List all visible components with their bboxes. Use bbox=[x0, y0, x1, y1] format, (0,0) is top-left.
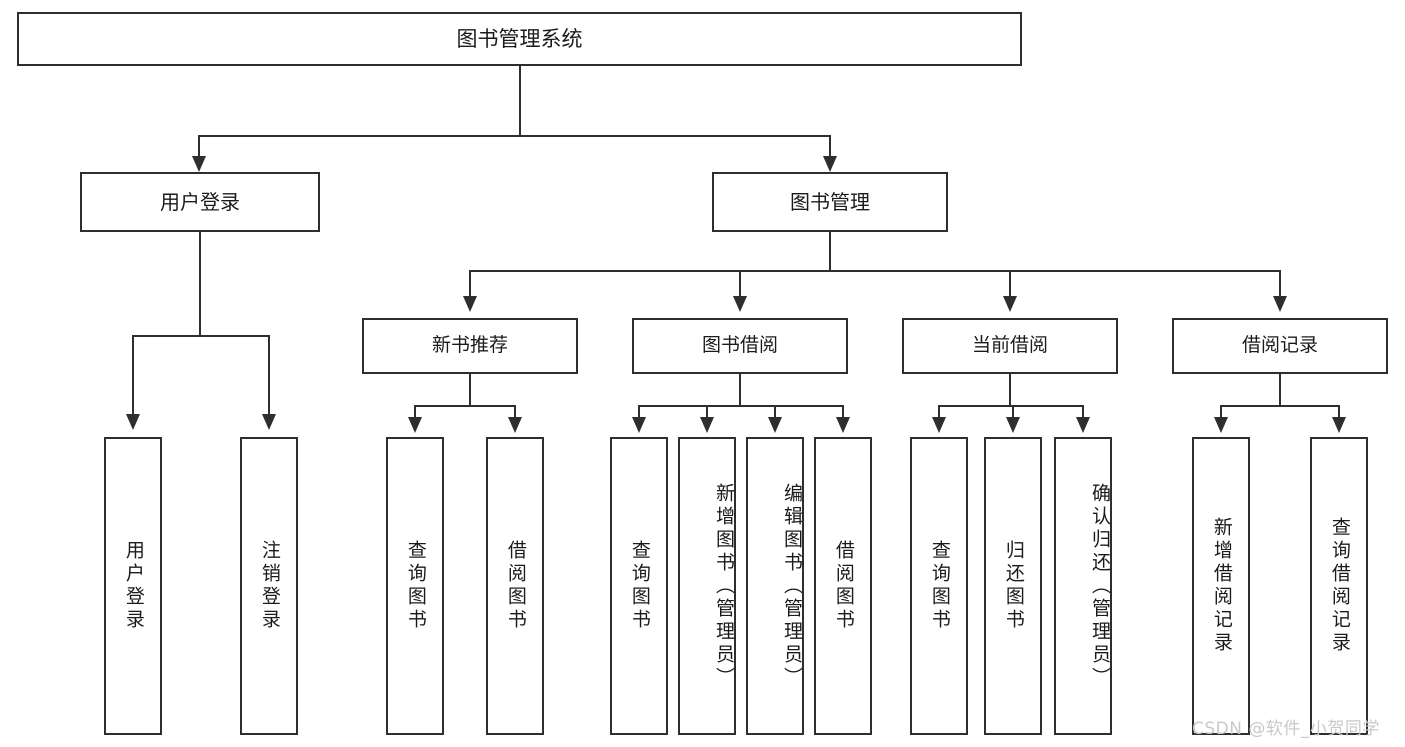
edge-drop-borrow-record bbox=[1279, 270, 1281, 298]
arrow-book-borrow bbox=[733, 296, 747, 312]
arrow-leaf-user-login bbox=[126, 414, 140, 430]
arrow-book-manage bbox=[823, 156, 837, 172]
edge-drop-book-borrow bbox=[739, 270, 741, 298]
edge-drop-query-record bbox=[1338, 405, 1340, 419]
edge-drop-add-book bbox=[706, 405, 708, 419]
edge-borrow-record-bus bbox=[1220, 405, 1340, 407]
node-book-management[interactable]: 图书管理 bbox=[712, 172, 948, 232]
arrow-user-login bbox=[192, 156, 206, 172]
edge-drop-book-manage bbox=[829, 135, 831, 159]
node-book-borrow[interactable]: 图书借阅 bbox=[632, 318, 848, 374]
edge-current-borrow-stem bbox=[1009, 374, 1011, 407]
watermark-text: CSDN @软件_小贺同学 bbox=[1192, 719, 1380, 739]
edge-level3-bus bbox=[469, 270, 1281, 272]
edge-root-stem bbox=[519, 66, 521, 136]
edge-drop-edit-book bbox=[774, 405, 776, 419]
leaf-add-book-admin[interactable]: 新增图书（管理员） bbox=[678, 437, 736, 735]
edge-book-manage-stem bbox=[829, 232, 831, 272]
arrow-edit-book bbox=[768, 417, 782, 433]
edge-drop-query-book-2 bbox=[638, 405, 640, 419]
edge-drop-query-book-1 bbox=[414, 405, 416, 419]
arrow-borrow-record bbox=[1273, 296, 1287, 312]
edge-drop-confirm-return bbox=[1082, 405, 1084, 419]
node-user-login[interactable]: 用户登录 bbox=[80, 172, 320, 232]
edge-book-borrow-stem bbox=[739, 374, 741, 407]
arrow-query-book-2 bbox=[632, 417, 646, 433]
edge-drop-borrow-book-1 bbox=[514, 405, 516, 419]
edge-user-login-bus bbox=[132, 335, 269, 337]
edge-drop-leaf-user-login bbox=[132, 335, 134, 417]
leaf-logout[interactable]: 注销登录 bbox=[240, 437, 298, 735]
edge-drop-return-book bbox=[1012, 405, 1014, 419]
edge-current-borrow-bus bbox=[938, 405, 1084, 407]
arrow-new-book-rec bbox=[463, 296, 477, 312]
leaf-query-borrow-record[interactable]: 查询借阅记录 bbox=[1310, 437, 1368, 735]
edge-borrow-record-stem bbox=[1279, 374, 1281, 407]
node-root-system[interactable]: 图书管理系统 bbox=[17, 12, 1022, 66]
arrow-query-book-1 bbox=[408, 417, 422, 433]
leaf-edit-book-admin[interactable]: 编辑图书（管理员） bbox=[746, 437, 804, 735]
arrow-add-book bbox=[700, 417, 714, 433]
node-borrow-record[interactable]: 借阅记录 bbox=[1172, 318, 1388, 374]
arrow-add-record bbox=[1214, 417, 1228, 433]
arrow-borrow-book-1 bbox=[508, 417, 522, 433]
edge-drop-borrow-book-2 bbox=[842, 405, 844, 419]
edge-level2-bus bbox=[198, 135, 830, 137]
edge-drop-new-book-rec bbox=[469, 270, 471, 298]
leaf-borrow-book[interactable]: 借阅图书 bbox=[814, 437, 872, 735]
edge-drop-query-book-3 bbox=[938, 405, 940, 419]
edge-user-login-stem bbox=[199, 232, 201, 336]
leaf-confirm-return-admin[interactable]: 确认归还（管理员） bbox=[1054, 437, 1112, 735]
edge-new-book-bus bbox=[414, 405, 516, 407]
leaf-query-book-borrow[interactable]: 查询图书 bbox=[610, 437, 668, 735]
arrow-query-book-3 bbox=[932, 417, 946, 433]
edge-drop-add-record bbox=[1220, 405, 1222, 419]
leaf-query-book-current[interactable]: 查询图书 bbox=[910, 437, 968, 735]
leaf-user-login[interactable]: 用户登录 bbox=[104, 437, 162, 735]
edge-drop-leaf-logout bbox=[268, 335, 270, 417]
arrow-leaf-logout bbox=[262, 414, 276, 430]
edge-drop-current-borrow bbox=[1009, 270, 1011, 298]
arrow-borrow-book-2 bbox=[836, 417, 850, 433]
node-new-book-recommend[interactable]: 新书推荐 bbox=[362, 318, 578, 374]
edge-drop-user-login bbox=[198, 135, 200, 159]
arrow-current-borrow bbox=[1003, 296, 1017, 312]
edge-book-borrow-bus bbox=[638, 405, 844, 407]
leaf-return-book[interactable]: 归还图书 bbox=[984, 437, 1042, 735]
arrow-confirm-return bbox=[1076, 417, 1090, 433]
arrow-query-record bbox=[1332, 417, 1346, 433]
leaf-add-borrow-record[interactable]: 新增借阅记录 bbox=[1192, 437, 1250, 735]
edge-new-book-stem bbox=[469, 374, 471, 407]
leaf-borrow-book-recommend[interactable]: 借阅图书 bbox=[486, 437, 544, 735]
leaf-query-book-recommend[interactable]: 查询图书 bbox=[386, 437, 444, 735]
node-current-borrow[interactable]: 当前借阅 bbox=[902, 318, 1118, 374]
arrow-return-book bbox=[1006, 417, 1020, 433]
